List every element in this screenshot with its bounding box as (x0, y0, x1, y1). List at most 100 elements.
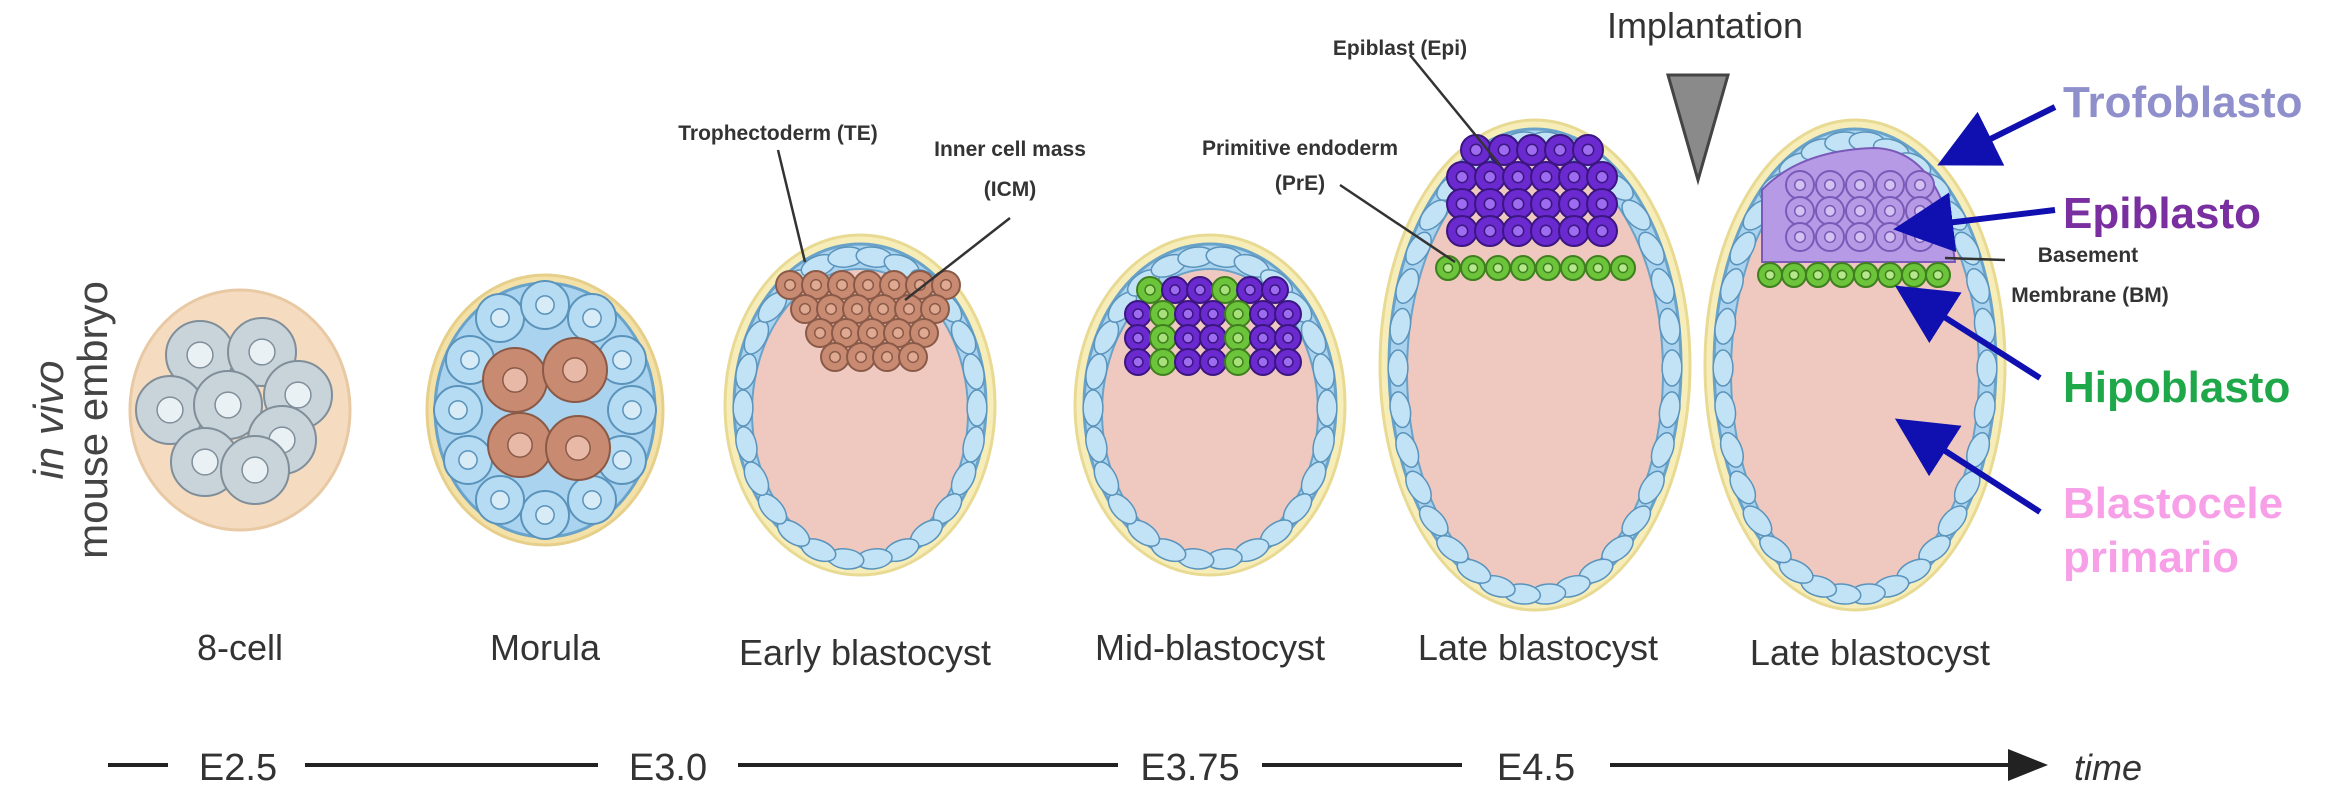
morula-outer-cell-nucleus (459, 451, 477, 469)
morula-outer-cell-nucleus (536, 506, 554, 524)
late-epiblast-cell-nucleus (1484, 171, 1495, 182)
late2-epiblast-cell-nucleus (1795, 232, 1806, 243)
icm-cell-nucleus (878, 304, 889, 315)
stage-label-morula: Morula (490, 627, 601, 668)
icm-cell-nucleus (811, 280, 822, 291)
late-epiblast-cell-nucleus (1456, 198, 1467, 209)
icm-cell-nucleus (785, 280, 796, 291)
late-epiblast-cell-nucleus (1554, 144, 1565, 155)
embryo-morula (427, 275, 663, 545)
late2-epiblast-cell-nucleus (1885, 180, 1896, 191)
icm-cell-nucleus (941, 280, 952, 291)
icm-cell-nucleus (904, 304, 915, 315)
late2-epiblast-cell-nucleus (1795, 206, 1806, 217)
mid-epiblast-cell-nucleus (1283, 333, 1293, 343)
morula-outer-cell-nucleus (613, 451, 631, 469)
morula-outer-cell-nucleus (583, 491, 601, 509)
icm-cell-nucleus (856, 352, 867, 363)
late2-epiblast-cell-nucleus (1855, 206, 1866, 217)
trophectoderm-cell (1977, 350, 1997, 386)
late-epiblast-cell-nucleus (1540, 171, 1551, 182)
late2-epiblast-cell-nucleus (1855, 232, 1866, 243)
morula-outer-cell-nucleus (623, 401, 641, 419)
late-epiblast-cell-nucleus (1596, 225, 1607, 236)
late-epiblast-cell-nucleus (1512, 198, 1523, 209)
mid-epiblast-cell-nucleus (1245, 285, 1255, 295)
mid-epiblast-cell-nucleus (1270, 285, 1280, 295)
late2-hypoblast-cell-nucleus (1837, 270, 1846, 279)
morula-inner-cell-nucleus (508, 433, 532, 457)
late-pre-cell-nucleus (1568, 263, 1577, 272)
late-pre-cell-nucleus (1443, 263, 1452, 272)
late-epiblast-cell-nucleus (1484, 198, 1495, 209)
late2-epiblast-cell-nucleus (1885, 232, 1896, 243)
blastomere-nucleus (157, 397, 183, 423)
late2-epiblast-cell-nucleus (1825, 206, 1836, 217)
stage-label-mid-blastocyst: Mid-blastocyst (1095, 627, 1325, 668)
icm-cell-nucleus (830, 352, 841, 363)
label-primario: primario (2063, 533, 2239, 582)
trophectoderm-cell (967, 390, 987, 426)
trophectoderm-cell (1317, 390, 1337, 426)
implantation-triangle (1668, 75, 1728, 180)
timeline-tick-e4-5: E4.5 (1497, 747, 1575, 789)
label-blastocele: Blastocele (2063, 479, 2283, 528)
mid-epiblast-cell-nucleus (1208, 357, 1218, 367)
icm-cell-nucleus (837, 280, 848, 291)
morula-inner-cell-nucleus (566, 436, 590, 460)
late2-epiblast-cell-nucleus (1825, 232, 1836, 243)
icm-cell-nucleus (815, 328, 826, 339)
annotation-icm-line2: (ICM) (984, 178, 1036, 201)
annotation-basement-line1: Basement (2038, 244, 2138, 267)
side-label-italic: in vivo (25, 360, 72, 479)
late-epiblast-cell-nucleus (1484, 225, 1495, 236)
icm-cell-nucleus (841, 328, 852, 339)
mid-epiblast-cell-nucleus (1183, 309, 1193, 319)
late-epiblast-cell-nucleus (1568, 225, 1579, 236)
late-epiblast-cell-nucleus (1596, 198, 1607, 209)
icm-cell-nucleus (800, 304, 811, 315)
morula-outer-cell-nucleus (613, 351, 631, 369)
mid-pre-cell-nucleus (1158, 357, 1168, 367)
late-epiblast-cell-nucleus (1526, 144, 1537, 155)
late-pre-cell-nucleus (1493, 263, 1502, 272)
late2-epiblast-cell-nucleus (1885, 206, 1896, 217)
mid-pre-cell-nucleus (1145, 285, 1155, 295)
late-pre-cell-nucleus (1543, 263, 1552, 272)
icm-cell-nucleus (930, 304, 941, 315)
mid-epiblast-cell-nucleus (1183, 357, 1193, 367)
stage-label-late-blastocyst-1: Late blastocyst (1418, 627, 1658, 668)
embryo-8-cell (130, 290, 350, 530)
late-pre-cell-nucleus (1593, 263, 1602, 272)
late-pre-cell-nucleus (1468, 263, 1477, 272)
late2-epiblast-cell-nucleus (1915, 206, 1926, 217)
late-epiblast-cell-nucleus (1512, 225, 1523, 236)
stage-label-early-blastocyst: Early blastocyst (739, 632, 991, 673)
blastomere-nucleus (187, 342, 213, 368)
late2-hypoblast-cell-nucleus (1909, 270, 1918, 279)
mid-epiblast-cell-nucleus (1258, 357, 1268, 367)
late-epiblast-cell-nucleus (1456, 171, 1467, 182)
embryo-early-blastocyst (725, 235, 995, 575)
late-epiblast-cell-nucleus (1582, 144, 1593, 155)
side-label-main: mouse embryo (69, 281, 116, 559)
timeline: E2.5 E3.0 E3.75 E4.5 time (108, 747, 2142, 789)
mid-epiblast-cell-nucleus (1133, 333, 1143, 343)
late2-epiblast-cell-nucleus (1855, 180, 1866, 191)
side-label: in vivo mouse embryo (25, 281, 116, 559)
timeline-end-label: time (2074, 747, 2142, 788)
blastomere-nucleus (285, 382, 311, 408)
late2-epiblast-cell-nucleus (1915, 232, 1926, 243)
mid-epiblast-cell-nucleus (1183, 333, 1193, 343)
trophectoderm-cell (1662, 350, 1682, 386)
icm-cell-nucleus (852, 304, 863, 315)
mid-pre-cell-nucleus (1233, 309, 1243, 319)
icm-cell-nucleus (919, 328, 930, 339)
mid-epiblast-cell-nucleus (1258, 309, 1268, 319)
mid-epiblast-cell-nucleus (1258, 333, 1268, 343)
mid-pre-cell-nucleus (1158, 309, 1168, 319)
mid-epiblast-cell-nucleus (1208, 309, 1218, 319)
icm-cell-nucleus (893, 328, 904, 339)
icm-cell-nucleus (826, 304, 837, 315)
